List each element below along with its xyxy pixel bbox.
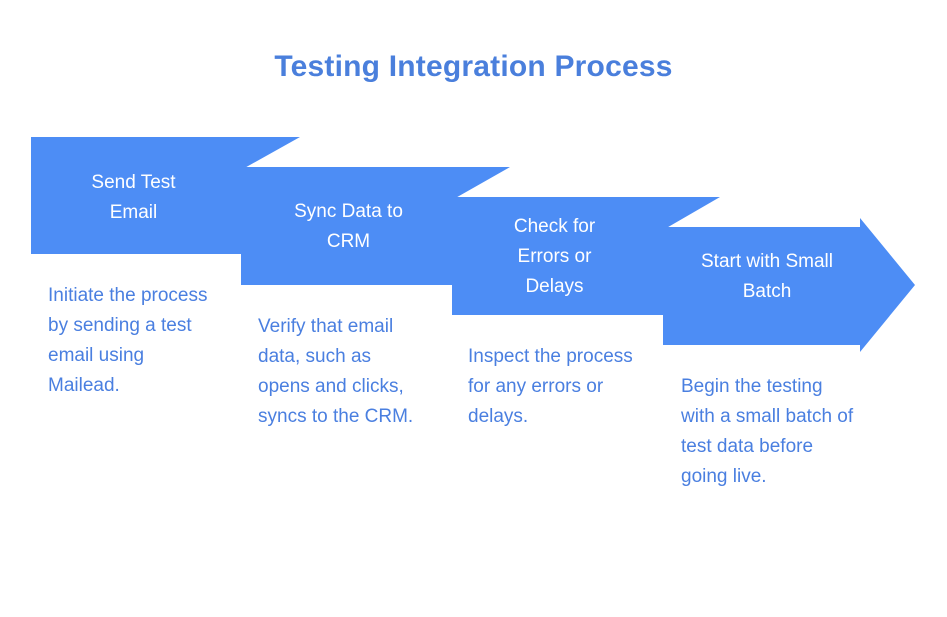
step-4-description: Begin the testing with a small batch of … [681,376,854,487]
step-1-description: Initiate the process by sending a test e… [48,285,208,396]
step-1-label: Send Test Email [91,172,176,223]
step-2-label: Sync Data to CRM [294,201,403,252]
step-4-label: Start with Small Batch [701,251,833,302]
step-3-shape[interactable] [452,197,720,315]
step-4-shape[interactable] [663,218,915,352]
step-3-description: Inspect the process for any errors or de… [468,346,633,427]
page-title: Testing Integration Process [274,50,673,83]
step-2-shape[interactable] [241,167,510,285]
step-3-label: Check for Errors or Delays [513,216,596,297]
step-1-shape[interactable] [31,137,300,254]
step-2-description: Verify that email data, such as opens an… [258,316,414,427]
